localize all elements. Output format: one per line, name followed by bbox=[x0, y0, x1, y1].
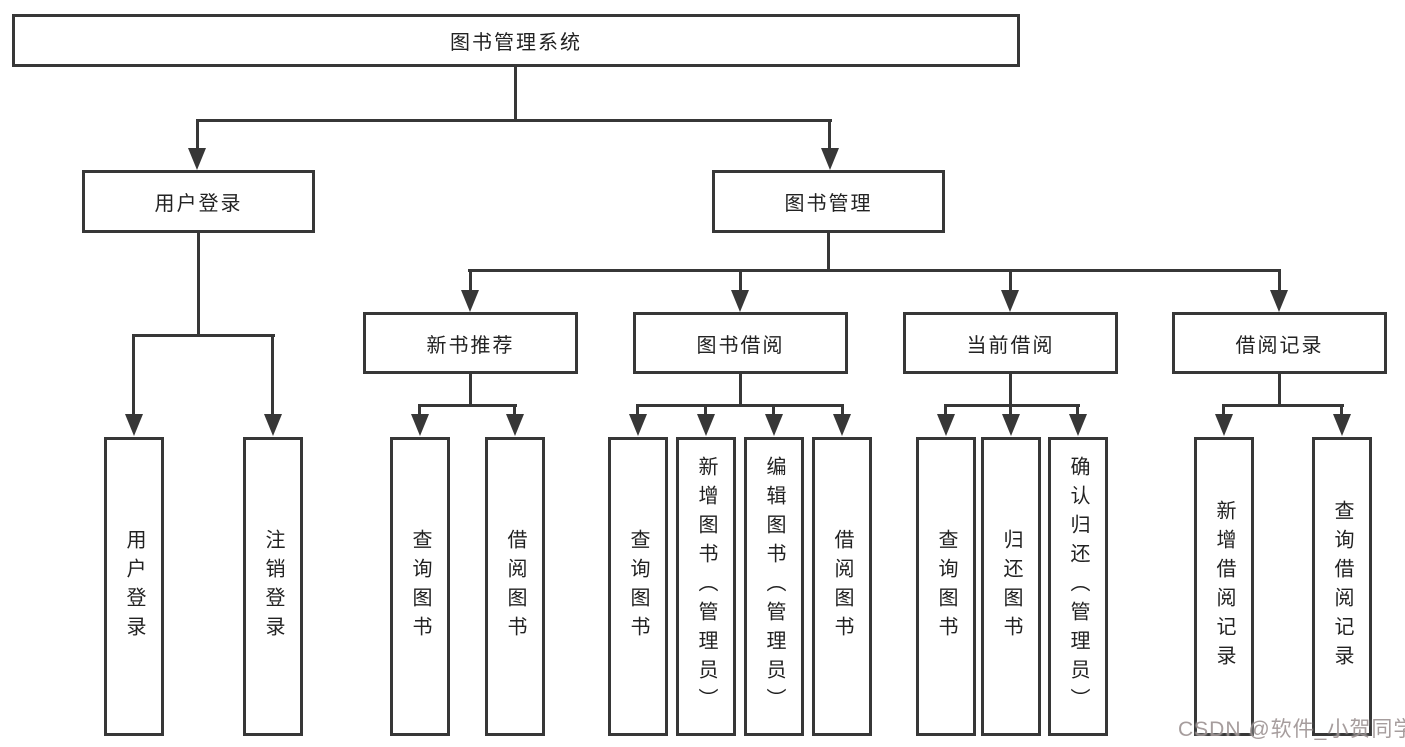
connector-drop-login-user bbox=[132, 334, 135, 416]
arrow-down-icon bbox=[125, 414, 143, 436]
connector-drop bbox=[944, 404, 947, 418]
connector-drop-records bbox=[1278, 269, 1281, 291]
arrow-down-icon bbox=[1069, 414, 1087, 436]
arrow-down-icon bbox=[1002, 414, 1020, 436]
arrow-down-icon bbox=[629, 414, 647, 436]
leaf-logout: 注销登录 bbox=[243, 437, 303, 736]
arrow-down-icon bbox=[1270, 290, 1288, 312]
leaf-current-return-books: 归还图书 bbox=[981, 437, 1041, 736]
node-borrow-records: 借阅记录 bbox=[1172, 312, 1387, 374]
connector-mgmt-bar bbox=[468, 269, 1281, 272]
connector-drop bbox=[704, 404, 707, 418]
node-book-borrowing: 图书借阅 bbox=[633, 312, 848, 374]
connector-rec-stem bbox=[469, 373, 472, 406]
arrow-down-icon bbox=[1001, 290, 1019, 312]
connector-drop-rec bbox=[469, 269, 472, 291]
arrow-down-icon bbox=[731, 290, 749, 312]
connector-drop bbox=[841, 404, 844, 418]
arrow-down-icon bbox=[1333, 414, 1351, 436]
node-user-login: 用户登录 bbox=[82, 170, 315, 233]
arrow-down-icon bbox=[264, 414, 282, 436]
connector-records-stem bbox=[1278, 373, 1281, 406]
leaf-rec-borrow-books: 借阅图书 bbox=[485, 437, 545, 736]
connector-drop bbox=[1076, 404, 1079, 418]
leaf-user-login: 用户登录 bbox=[104, 437, 164, 736]
node-current-borrowing: 当前借阅 bbox=[903, 312, 1118, 374]
leaf-borrow-add-books-admin: 新增图书（管理员） bbox=[676, 437, 736, 736]
connector-drop bbox=[1222, 404, 1225, 418]
connector-drop bbox=[636, 404, 639, 418]
arrow-down-icon bbox=[188, 148, 206, 170]
connector-drop-logout bbox=[271, 334, 274, 416]
connector-mgmt-stem bbox=[827, 231, 830, 272]
connector-borrow-bar bbox=[636, 404, 844, 407]
connector-drop bbox=[1340, 404, 1343, 418]
connector-drop-borrow bbox=[739, 269, 742, 291]
arrow-down-icon bbox=[697, 414, 715, 436]
arrow-down-icon bbox=[833, 414, 851, 436]
arrow-down-icon bbox=[411, 414, 429, 436]
csdn-watermark: CSDN @软件_小贺同学 bbox=[1178, 718, 1405, 741]
connector-records-bar bbox=[1222, 404, 1344, 407]
connector-rec-bar bbox=[418, 404, 517, 407]
arrow-down-icon bbox=[821, 148, 839, 170]
connector-drop bbox=[1009, 404, 1012, 418]
node-new-book-recommend: 新书推荐 bbox=[363, 312, 578, 374]
leaf-borrow-query-books: 查询图书 bbox=[608, 437, 668, 736]
leaf-borrow-edit-books-admin: 编辑图书（管理员） bbox=[744, 437, 804, 736]
connector-root-stem bbox=[514, 66, 517, 121]
leaf-records-query-record: 查询借阅记录 bbox=[1312, 437, 1372, 736]
arrow-down-icon bbox=[765, 414, 783, 436]
leaf-current-query-books: 查询图书 bbox=[916, 437, 976, 736]
connector-drop-current bbox=[1009, 269, 1012, 291]
leaf-current-confirm-return-admin: 确认归还（管理员） bbox=[1048, 437, 1108, 736]
connector-drop bbox=[418, 404, 421, 418]
connector-root-bar bbox=[196, 119, 832, 122]
arrow-down-icon bbox=[1215, 414, 1233, 436]
leaf-records-add-record: 新增借阅记录 bbox=[1194, 437, 1254, 736]
connector-drop-mgmt bbox=[828, 119, 831, 151]
connector-current-stem bbox=[1009, 373, 1012, 406]
node-book-management: 图书管理 bbox=[712, 170, 945, 233]
connector-drop bbox=[772, 404, 775, 418]
connector-drop-login bbox=[196, 119, 199, 151]
leaf-rec-query-books: 查询图书 bbox=[390, 437, 450, 736]
connector-drop bbox=[513, 404, 516, 418]
connector-borrow-stem bbox=[739, 373, 742, 406]
arrow-down-icon bbox=[506, 414, 524, 436]
arrow-down-icon bbox=[937, 414, 955, 436]
leaf-borrow-borrow-books: 借阅图书 bbox=[812, 437, 872, 736]
connector-login-stem bbox=[197, 231, 200, 336]
node-root: 图书管理系统 bbox=[12, 14, 1020, 67]
arrow-down-icon bbox=[461, 290, 479, 312]
connector-current-bar bbox=[944, 404, 1080, 407]
connector-login-bar bbox=[132, 334, 275, 337]
